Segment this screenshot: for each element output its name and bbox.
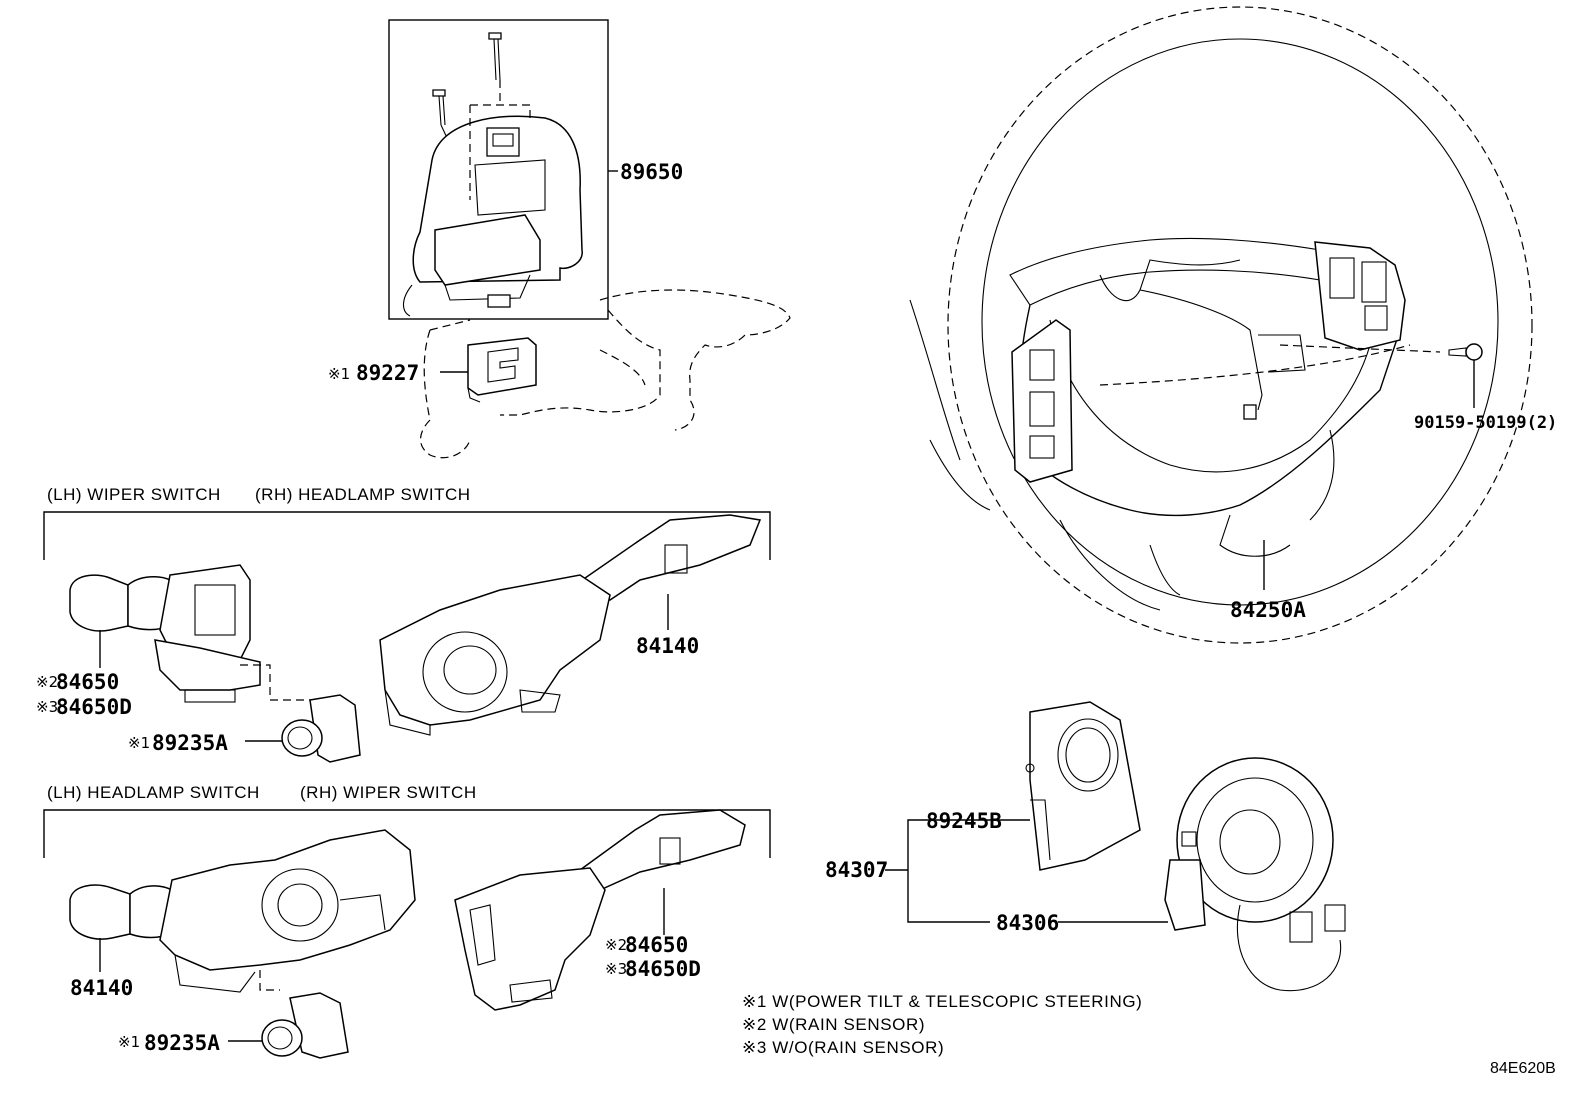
caption-bottom-rh-wiper-switch: (RH) WIPER SWITCH xyxy=(300,783,477,802)
note-mark-89235A-bottom: ※1 xyxy=(118,1033,140,1051)
part-number-89245B: 89245B xyxy=(926,809,1002,833)
assembly-84307-bracket xyxy=(907,819,1000,923)
bottom-89235A-switch-illustration xyxy=(261,992,349,1059)
note-mark-89227: ※1 xyxy=(328,365,350,383)
note-mark-89235A-top: ※1 xyxy=(128,734,150,752)
top-group-bracket xyxy=(43,511,771,560)
caption-top-lh-wiper-switch: (LH) WIPER SWITCH xyxy=(47,485,221,504)
note-mark-84650-top: ※2 xyxy=(36,673,58,691)
top-rh-headlamp-switch-illustration xyxy=(379,514,762,736)
note-mark-84650-bottom: ※2 xyxy=(605,936,627,954)
part-number-84650-top: 84650 xyxy=(56,670,119,694)
note-mark-84650D-top: ※3 xyxy=(36,698,58,716)
part-number-84307: 84307 xyxy=(825,858,888,882)
part-number-84250A: 84250A xyxy=(1230,598,1306,622)
bottom-rh-wiper-switch-illustration xyxy=(454,809,746,1011)
top-89235A-switch-illustration xyxy=(281,694,361,763)
part-number-84306: 84306 xyxy=(996,911,1059,935)
bottom-lh-headlamp-switch-illustration xyxy=(69,829,416,993)
part-number-84650-bottom: 84650 xyxy=(625,933,688,957)
caption-top-rh-headlamp-switch: (RH) HEADLAMP SWITCH xyxy=(255,485,471,504)
part-number-84650D-bottom: 84650D xyxy=(625,957,701,981)
part-number-89235A-bottom: 89235A xyxy=(144,1031,220,1055)
top-lh-wiper-switch-illustration xyxy=(69,564,261,703)
spiral-cable-84306-illustration xyxy=(1164,757,1346,992)
note-2: ※2 W(RAIN SENSOR) xyxy=(742,1015,925,1034)
note-mark-84650D-bottom: ※3 xyxy=(605,960,627,978)
bottom-group-bracket xyxy=(43,809,771,858)
part-number-90159-50199: 90159-50199(2) xyxy=(1414,413,1557,433)
steering-wheel-illustration xyxy=(909,6,1533,644)
diagram-code: 84E620B xyxy=(1490,1060,1556,1077)
note-1: ※1 W(POWER TILT & TELESCOPIC STEERING) xyxy=(742,992,1142,1011)
caption-bottom-lh-headlamp-switch: (LH) HEADLAMP SWITCH xyxy=(47,783,260,802)
part-number-84140-bottom: 84140 xyxy=(70,976,133,1000)
part-number-84650D-top: 84650D xyxy=(56,695,132,719)
part-number-89235A-top: 89235A xyxy=(152,731,228,755)
part-number-89650: 89650 xyxy=(620,160,683,184)
bracket-89227-illustration xyxy=(467,337,537,403)
screw-90159-illustration xyxy=(1448,343,1483,361)
steering-column-ecu-illustration xyxy=(388,19,791,459)
part-number-89227: 89227 xyxy=(356,361,419,385)
part-number-84140-top: 84140 xyxy=(636,634,699,658)
steering-sensor-89245B-illustration xyxy=(1025,701,1141,871)
note-3: ※3 W/O(RAIN SENSOR) xyxy=(742,1038,944,1057)
